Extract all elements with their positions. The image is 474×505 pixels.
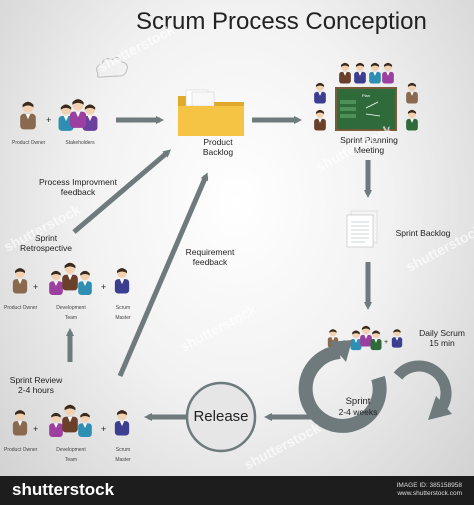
label-sprint-duration: 2-4 weeks [338,407,378,417]
product-owner-person-icon [20,101,36,130]
footer-bar: shutterstock IMAGE ID: 385158958 www.shu… [0,476,474,505]
page-title: Scrum Process Conception [136,8,427,35]
svg-text:+: + [101,282,106,292]
svg-text:+: + [33,282,38,292]
review-team-icons: + + [12,404,130,437]
plus-sign: + [46,115,51,125]
label-sprint-retrospective: Sprint Retrospective [20,233,72,253]
label-sprint-review-time: 2-4 hours [18,385,54,395]
label-sprint-review: Sprint Review [9,375,63,385]
svg-text:+: + [33,424,38,434]
arrow-review-to-backlog [117,172,209,377]
footer-image-id: IMAGE ID: 385158958 [396,482,462,489]
label-daily-scrum-time: 15 min [429,338,455,348]
label-process-improvement: Process Improvment feedback [39,177,117,197]
label-sprint: Sprint [345,396,371,407]
footer-meta: IMAGE ID: 385158958 www.shutterstock.com [397,482,462,498]
diagram-graphics: + Plan [12,56,452,453]
svg-text:+: + [101,424,106,434]
label-release: Release [193,408,249,425]
retro-team-icons: + + [12,262,130,295]
label-requirement-feedback: Requirement feedback [185,247,235,267]
footer-site: www.shutterstock.com [397,490,462,497]
label-dev-team-review: Development Team [56,447,86,463]
label-stakeholders: Stakeholders [65,140,95,146]
svg-text:Plan: Plan [362,93,370,98]
label-product-owner-review: Product Owner [4,447,38,453]
chalkboard-icon: Plan [335,87,397,131]
document-icon [346,210,378,248]
arrow-retro-to-backlog [72,149,172,234]
cloud-icon [96,56,128,78]
footer-brand: shutterstock [12,480,115,499]
cycle-arrows-icon [298,340,452,433]
stakeholders-group-icon [58,99,98,131]
release-circle [185,381,257,453]
label-dev-team-retro: Development Team [56,305,86,321]
label-sprint-planning: Sprint Planning Meeting [340,135,398,155]
label-scrum-master-retro: Scrum Master [115,305,131,321]
svg-text:+: + [384,339,388,346]
label-product-backlog: Product Backlog [202,137,234,157]
label-scrum-master-review: Scrum Master [115,447,131,463]
label-product-owner-retro: Product Owner [4,305,38,311]
label-product-owner-top: Product Owner [12,140,46,146]
folder-icon [178,89,244,136]
label-sprint-backlog: Sprint Backlog [395,228,451,238]
label-daily-scrum: Daily Scrum [419,328,465,338]
flow-arrows [66,116,372,421]
